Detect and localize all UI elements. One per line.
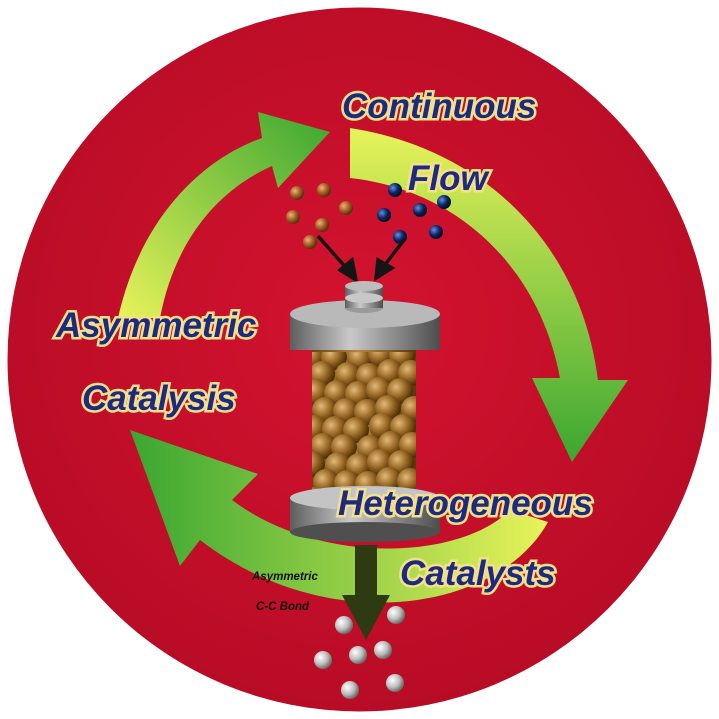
label-product-line2: C-C Bond (256, 601, 310, 613)
column-inlet-top (345, 281, 383, 291)
orange-particle (290, 186, 304, 200)
blue-particle (437, 195, 451, 209)
column-top-cap-face (290, 300, 440, 328)
column-bottom-cap-face (290, 486, 440, 510)
orange-particle (286, 210, 300, 224)
label-catalysis: Catalysis (82, 379, 236, 418)
cycle-arrow-right (350, 128, 628, 462)
blue-particle (388, 183, 402, 197)
outlet-arrow (342, 545, 390, 640)
blue-particle (393, 230, 407, 244)
label-heterogeneous: Heterogeneous (338, 484, 593, 523)
label-catalysts: Catalysts (400, 554, 556, 593)
blue-particle (429, 225, 443, 239)
label-continuous: Continuous (342, 87, 536, 126)
orange-particle (317, 183, 331, 197)
label-flow: Flow (408, 159, 490, 198)
inlet-arrows (316, 234, 406, 284)
orange-particle (315, 218, 329, 232)
reactant-a-particles (286, 183, 353, 249)
product-particle (386, 674, 404, 692)
blue-particle (377, 208, 391, 222)
product-particles (314, 606, 405, 699)
product-particle (387, 606, 405, 624)
cycle-arrow-bottom (130, 430, 548, 603)
orange-particle (339, 201, 353, 215)
product-particle (341, 681, 359, 699)
label-asymmetric: Asymmetric (55, 306, 256, 345)
product-particle (335, 616, 353, 634)
label-product-line1: Asymmetric (251, 571, 318, 583)
cycle-arrow-top (118, 112, 330, 318)
product-particle (314, 651, 332, 669)
product-particle (349, 646, 367, 664)
blue-particle (413, 203, 427, 217)
orange-particle (303, 235, 317, 249)
product-particle (374, 641, 392, 659)
flow-reactor-column (290, 281, 440, 542)
